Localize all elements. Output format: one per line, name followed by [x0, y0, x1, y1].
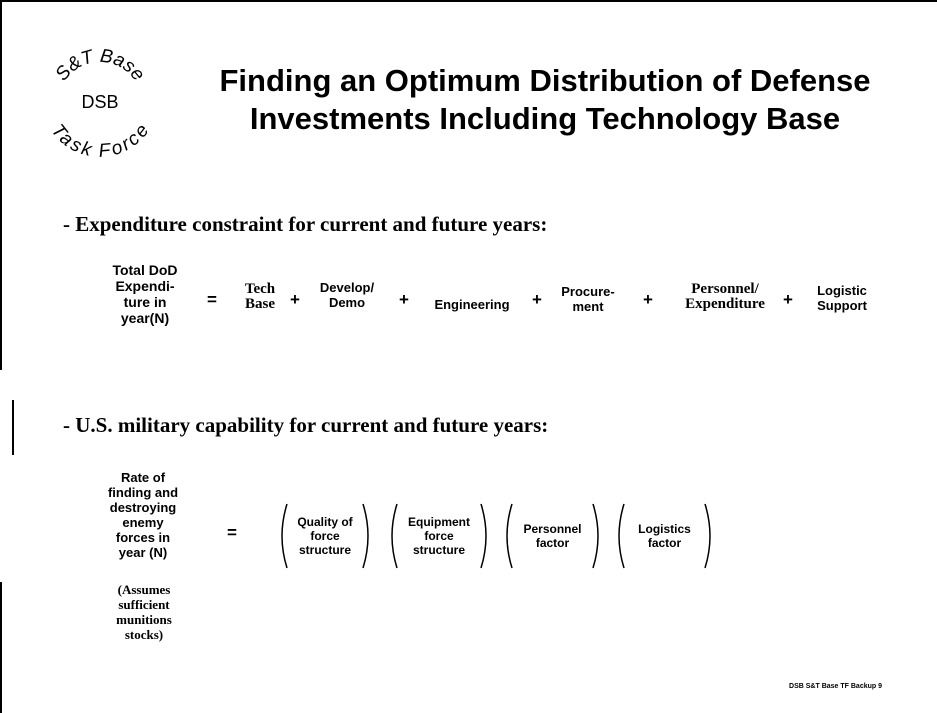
logo-bottom-arc: Task Force	[47, 120, 154, 162]
slide-footer: DSB S&T Base TF Backup 9	[789, 683, 882, 690]
engineering-term: Engineering	[434, 297, 510, 312]
factor-label: Quality of force structure	[297, 515, 353, 557]
slide-title: Finding an Optimum Distribution of Defen…	[219, 63, 871, 136]
assumption-note: (Assumes sufficient munitions stocks)	[116, 582, 172, 642]
parentheses	[506, 503, 599, 569]
equipment-force-structure-factor: Equipment force structure	[385, 502, 493, 570]
plus-sign: +	[783, 290, 793, 309]
develop-demo-term: Develop/ Demo	[319, 280, 375, 310]
factor-label: Equipment force structure	[408, 515, 470, 557]
total-dod-expenditure-term: Total DoD Expendi- ture in year(N)	[112, 262, 178, 326]
plus-sign: +	[399, 290, 409, 309]
plus-sign: +	[643, 290, 653, 309]
plus-sign: +	[290, 290, 300, 309]
dsb-task-force-logo: S&T Base DSB Task Force	[47, 46, 154, 162]
procurement-term: Procure- ment	[561, 284, 615, 314]
rate-of-finding-term: Rate of finding and destroying enemy for…	[107, 470, 179, 560]
factor-label: Personnel factor	[523, 522, 582, 550]
parentheses	[391, 503, 487, 569]
equals-sign: =	[227, 523, 237, 542]
logistics-factor: Logistics factor	[612, 502, 717, 570]
logo-center: DSB	[81, 92, 118, 112]
logistic-support-term: Logistic Support	[817, 283, 867, 313]
slide-border-left-lower	[0, 582, 2, 713]
plus-sign: +	[532, 290, 542, 309]
quality-of-force-structure-factor: Quality of force structure	[275, 502, 375, 570]
tech-base-term: Tech Base	[244, 281, 276, 312]
slide-border-top	[0, 0, 937, 2]
personnel-factor: Personnel factor	[500, 502, 605, 570]
military-capability-bullet: - U.S. military capability for current a…	[63, 413, 549, 437]
parentheses	[281, 503, 369, 569]
equals-sign: =	[207, 290, 217, 309]
expenditure-constraint-bullet: - Expenditure constraint for current and…	[63, 212, 548, 236]
personnel-expenditure-term: Personnel/ Expenditure	[685, 281, 765, 312]
slide-border-left-mark	[12, 400, 14, 455]
factor-label: Logistics factor	[638, 522, 691, 550]
parentheses	[618, 503, 711, 569]
slide-border-left	[0, 0, 2, 370]
logo-top-arc: S&T Base	[52, 46, 149, 85]
